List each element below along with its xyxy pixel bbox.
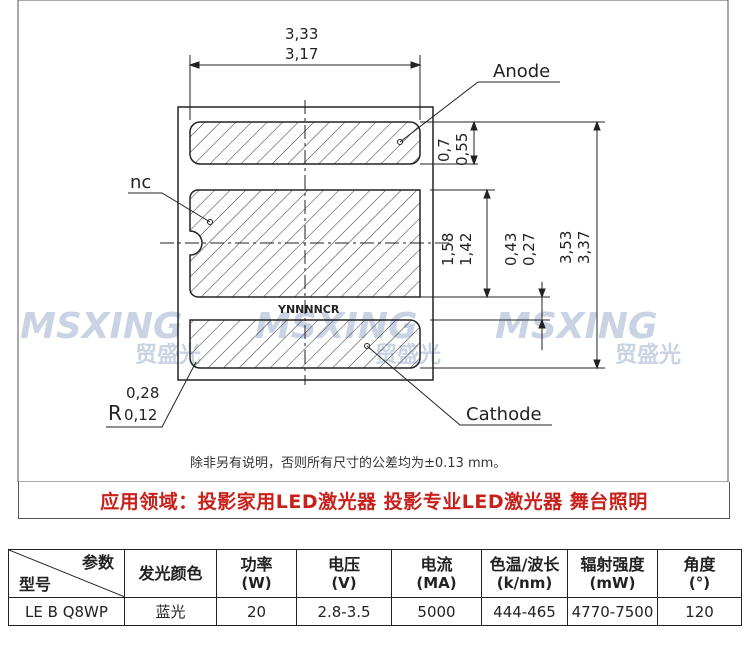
header-intensity-label: 辐射强度 — [580, 554, 645, 574]
package-drawing: MSXING MSXING MSXING 贸盛光 贸盛光 贸盛光 YNNNNCR… — [17, 0, 729, 482]
tolerance-note: 除非另有说明，否则所有尺寸的公差均为±0.13 mm。 — [190, 455, 506, 471]
width-max-label: 3,33 — [285, 25, 318, 43]
radius-prefix: R — [108, 401, 122, 425]
spec-table: 参数 型号 发光颜色 功率(W) 电压(V) 电流(MA) 色温/波长(k/nm… — [8, 549, 742, 626]
header-power-label: 功率 — [240, 554, 273, 574]
table-row: LE B Q8WP 蓝光 20 2.8-3.5 5000 444-465 477… — [8, 597, 742, 626]
header-wavelength-label: 色温/波长 — [489, 554, 560, 574]
right-dimensions — [420, 120, 605, 370]
cathode-label: Cathode — [466, 404, 542, 425]
header-power: 功率(W) — [216, 549, 297, 598]
center-lines — [160, 100, 450, 385]
header-current: 电流(MA) — [391, 549, 482, 598]
header-angle-label: 角度 — [683, 554, 716, 574]
header-color-label: 发光颜色 — [138, 564, 203, 583]
cell-voltage: 2.8-3.5 — [296, 597, 392, 626]
radius-top-label: 0,28 — [126, 384, 159, 402]
header-current-label: 电流 — [420, 554, 453, 574]
corner-header: 参数 型号 — [8, 549, 125, 598]
application-banner: 应用领域：投影家用LED激光器 投影专业LED激光器 舞台照明 — [18, 482, 730, 519]
gap-max-label: 0,43 — [502, 233, 520, 266]
height-max-label: 3,53 — [557, 231, 575, 264]
header-angle-unit: (°) — [688, 573, 711, 592]
table-header-row: 参数 型号 发光颜色 功率(W) 电压(V) 电流(MA) 色温/波长(k/nm… — [8, 549, 742, 598]
corner-param-label: 参数 — [81, 553, 114, 572]
header-intensity: 辐射强度(mW) — [567, 549, 658, 598]
header-voltage: 电压(V) — [296, 549, 392, 598]
cell-current: 5000 — [391, 597, 482, 626]
cell-power: 20 — [216, 597, 297, 626]
watermark-cn: 贸盛光 — [615, 342, 681, 368]
pad-max-label: 0,7 — [435, 138, 453, 162]
width-dimension — [188, 55, 422, 120]
pad-min-label: 0,55 — [453, 133, 471, 166]
anode-leader — [399, 81, 560, 143]
watermark-brand: MSXING — [495, 306, 658, 347]
cell-intensity: 4770-7500 — [567, 597, 658, 626]
watermark-brand: MSXING — [20, 306, 183, 347]
header-intensity-unit: (mW) — [589, 573, 636, 592]
anode-label: Anode — [493, 61, 550, 82]
center-min-label: 1,42 — [457, 233, 475, 266]
height-min-label: 3,37 — [575, 231, 593, 264]
radius-leader — [106, 361, 197, 428]
header-color: 发光颜色 — [124, 549, 217, 598]
header-power-unit: (W) — [241, 573, 272, 592]
cell-model: LE B Q8WP — [8, 597, 125, 626]
cell-color: 蓝光 — [124, 597, 217, 626]
nc-label: nc — [130, 172, 151, 193]
header-voltage-unit: (V) — [331, 573, 357, 592]
header-wavelength-unit: (k/nm) — [496, 573, 553, 592]
radius-bottom-label: 0,12 — [124, 406, 157, 424]
cell-wavelength: 444-465 — [481, 597, 568, 626]
nc-leader — [128, 192, 211, 223]
width-min-label: 3,17 — [285, 45, 318, 63]
center-max-label: 1,58 — [439, 233, 457, 266]
corner-diagonal — [9, 550, 125, 597]
header-angle: 角度(°) — [657, 549, 742, 598]
drawing-frame — [17, 0, 729, 482]
header-wavelength: 色温/波长(k/nm) — [481, 549, 568, 598]
corner-model-label: 型号 — [19, 575, 52, 594]
package-marking: YNNNNCR — [277, 303, 340, 316]
gap-min-label: 0,27 — [520, 233, 538, 266]
cathode-leader — [366, 345, 552, 426]
header-current-unit: (MA) — [416, 573, 457, 592]
header-voltage-label: 电压 — [327, 554, 360, 574]
cell-angle: 120 — [657, 597, 742, 626]
